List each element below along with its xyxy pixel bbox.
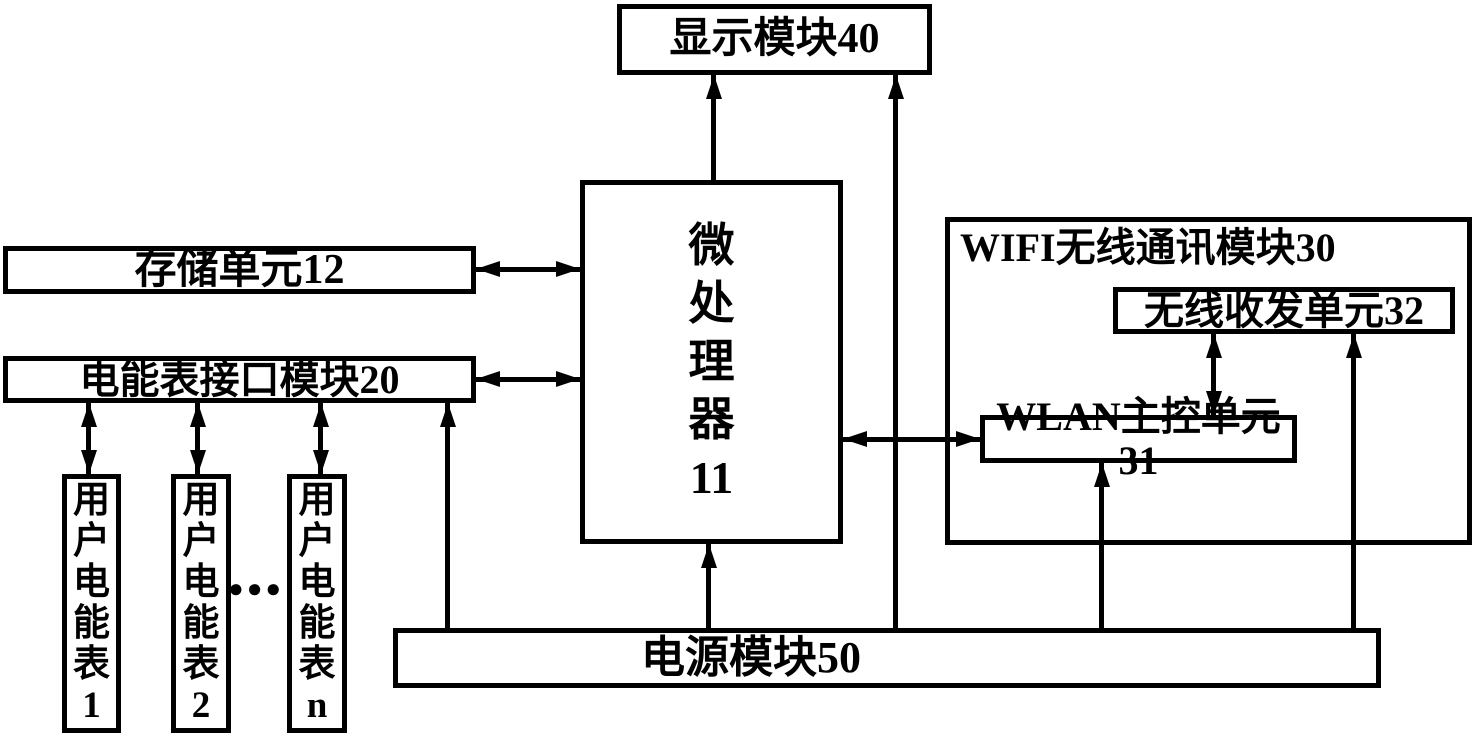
block-wifi-module: WIFI无线通讯模块30 (945, 217, 1472, 545)
arrowhead-up-icon (440, 403, 456, 427)
arrowhead-left-icon (843, 431, 867, 447)
line-power-to-transceiver (1351, 334, 1356, 628)
block-meter-interface-module: 电能表接口模块20 (3, 356, 476, 403)
block-microprocessor: 微 处 理 器 11 (580, 180, 843, 544)
block-user-meter-1-label: 用 户 电 能 表 1 (73, 480, 110, 726)
arrowhead-right-icon (556, 371, 580, 387)
block-user-meter-n: 用 户 电 能 表 n (287, 474, 347, 733)
block-microprocessor-label: 微 处 理 器 11 (689, 217, 735, 507)
block-wlan-main-control-unit: WLAN主控单元31 (980, 415, 1297, 463)
arrowhead-up-icon (81, 403, 97, 427)
block-meter-interface-module-label: 电能表接口模块20 (80, 358, 400, 402)
arrowhead-right-icon (956, 431, 980, 447)
arrowhead-left-icon (476, 261, 500, 277)
arrowhead-down-icon (81, 450, 97, 474)
arrowhead-left-icon (476, 371, 500, 387)
arrowhead-down-icon (190, 450, 206, 474)
line-power-to-display (893, 75, 898, 628)
block-power-module: 电源模块50 (393, 628, 1381, 688)
arrowhead-up-icon (888, 75, 904, 99)
block-wireless-transceiver-unit: 无线收发单元32 (1113, 287, 1455, 334)
arrowhead-up-icon (1206, 334, 1222, 358)
block-display-module: 显示模块40 (617, 4, 932, 75)
block-user-meter-n-label: 用 户 电 能 表 n (299, 480, 336, 726)
line-power-to-wlan (1099, 463, 1104, 628)
line-power-to-interface (445, 403, 450, 628)
block-user-meter-2-label: 用 户 电 能 表 2 (183, 480, 220, 726)
block-wlan-main-control-unit-label: WLAN主控单元31 (985, 395, 1292, 483)
block-wifi-module-label: WIFI无线通讯模块30 (960, 226, 1336, 270)
meters-ellipsis: ●●● (228, 574, 288, 604)
arrowhead-up-icon (190, 403, 206, 427)
block-user-meter-2: 用 户 电 能 表 2 (171, 474, 231, 733)
block-storage-unit: 存储单元12 (3, 246, 476, 294)
arrowhead-up-icon (1346, 334, 1362, 358)
arrowhead-up-icon (313, 403, 329, 427)
block-display-module-label: 显示模块40 (669, 16, 879, 62)
arrowhead-down-icon (1206, 391, 1222, 415)
block-wireless-transceiver-unit-label: 无线收发单元32 (1144, 289, 1424, 333)
arrowhead-up-icon (706, 75, 722, 99)
block-power-module-label: 电源模块50 (641, 634, 861, 682)
block-storage-unit-label: 存储单元12 (134, 247, 344, 293)
arrowhead-up-icon (1094, 463, 1110, 487)
block-user-meter-1: 用 户 电 能 表 1 (62, 474, 121, 733)
arrowhead-up-icon (701, 544, 717, 568)
arrowhead-down-icon (313, 450, 329, 474)
arrowhead-right-icon (556, 261, 580, 277)
